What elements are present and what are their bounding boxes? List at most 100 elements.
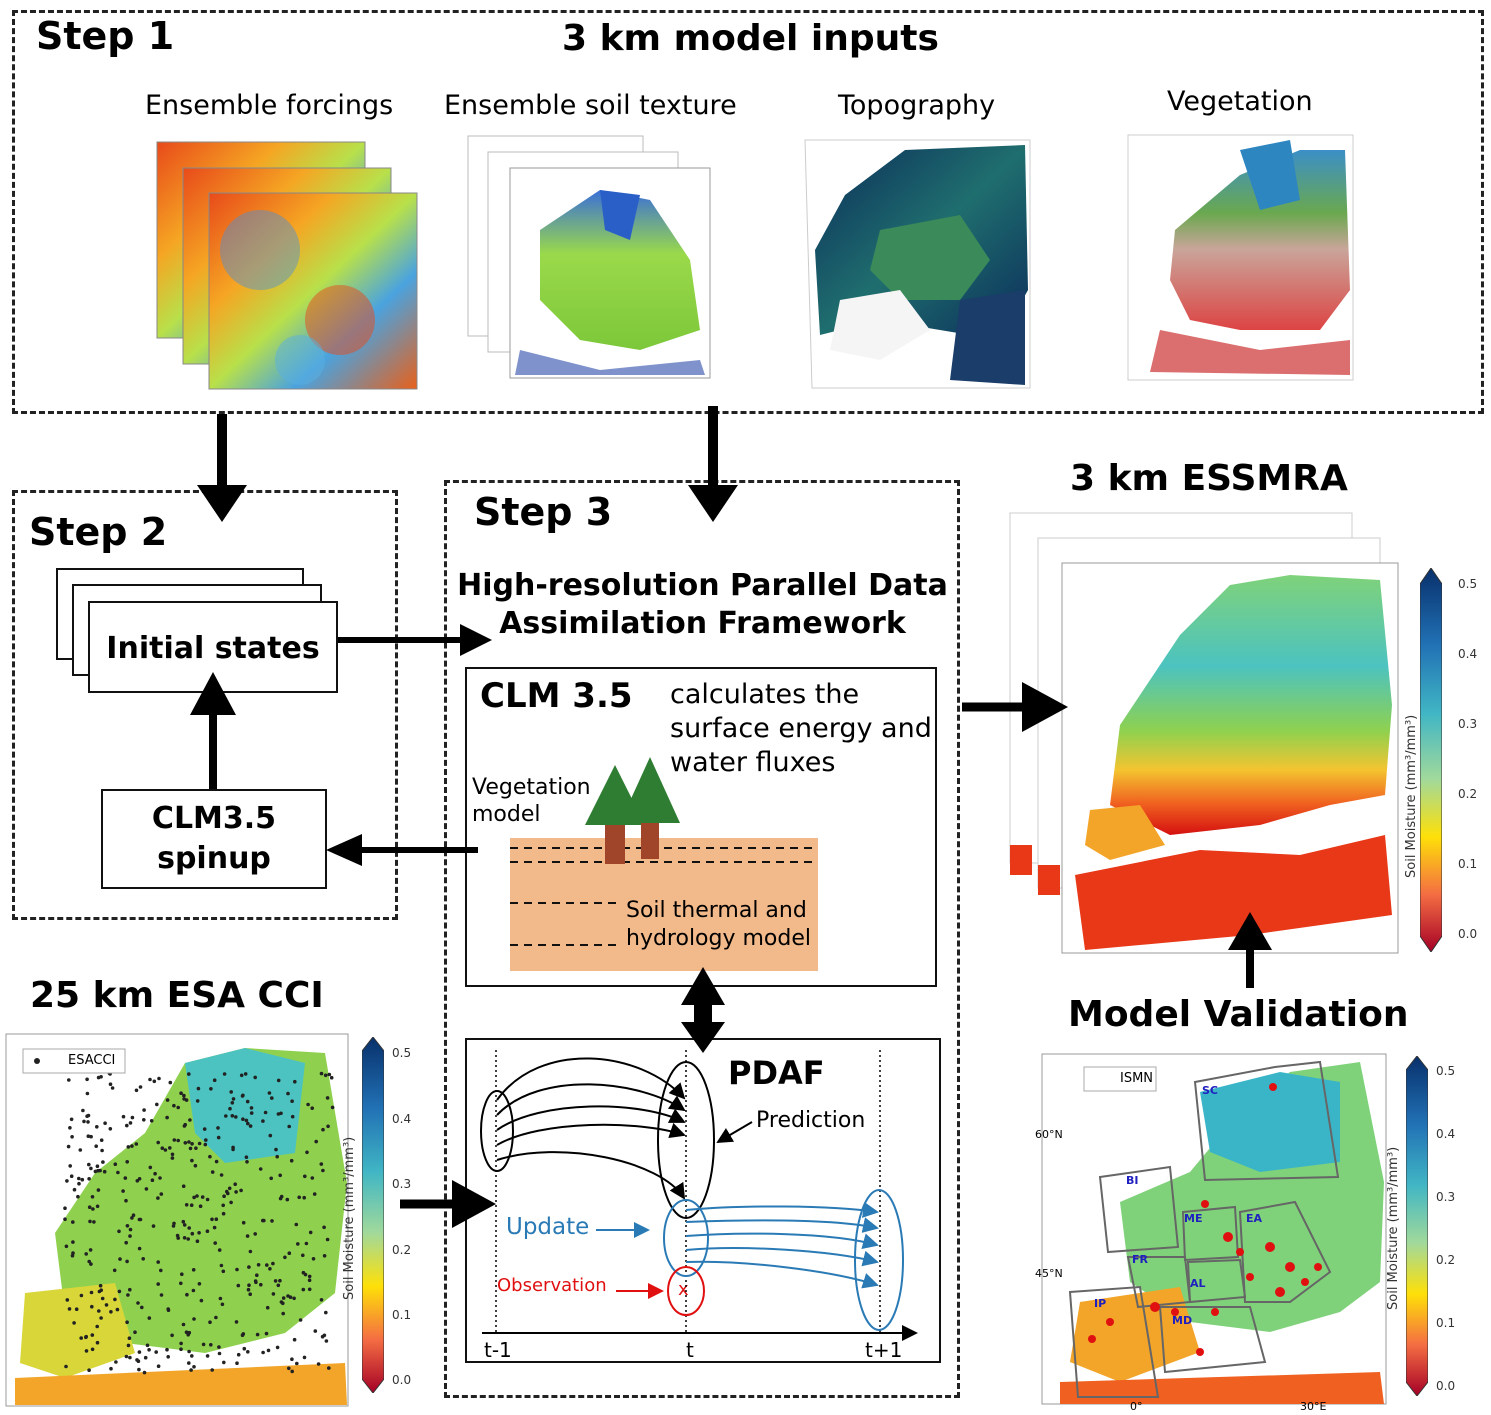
step3-title-line1: High-resolution Parallel Data — [457, 568, 948, 603]
esacci-obs-point — [327, 1072, 332, 1077]
esacci-obs-point — [115, 1307, 120, 1312]
esacci-obs-point — [187, 1072, 191, 1076]
esacci-obs-point — [86, 1120, 90, 1124]
esacci-obs-point — [248, 1249, 253, 1254]
esacci-obs-point — [125, 1123, 129, 1128]
esacci-obs-point — [136, 1301, 140, 1305]
esacci-obs-point — [90, 1347, 95, 1352]
pdaf-update-label: Update — [506, 1214, 590, 1240]
esacci-obs-point — [142, 1118, 146, 1122]
esacci-obs-point — [319, 1298, 324, 1302]
esacci-obs-point — [301, 1253, 305, 1258]
esacci-obs-point — [301, 1270, 306, 1275]
esacci-obs-point — [64, 1244, 69, 1249]
esacci-obs-point — [302, 1355, 307, 1360]
soil-model-label: Soil thermal and hydrology model — [626, 897, 811, 953]
esacci-tick-5: 0.0 — [392, 1373, 412, 1387]
essmra-tick-3: 0.2 — [1458, 787, 1478, 801]
esacci-obs-point — [241, 1220, 246, 1225]
esacci-obs-point — [287, 1124, 292, 1129]
esacci-obs-point — [165, 1098, 170, 1102]
esacci-obs-point — [137, 1350, 142, 1354]
esacci-obs-point — [98, 1283, 103, 1288]
esacci-obs-point — [121, 1189, 125, 1193]
esacci-obs-point — [170, 1152, 175, 1157]
esacci-obs-point — [307, 1278, 312, 1283]
esacci-obs-point — [156, 1282, 160, 1286]
esacci-obs-point — [181, 1219, 186, 1224]
esacci-obs-point — [292, 1296, 296, 1301]
esacci-obs-point — [103, 1121, 107, 1125]
esacci-obs-point — [128, 1234, 132, 1238]
esacci-obs-point — [244, 1155, 249, 1159]
esacci-obs-point — [285, 1197, 290, 1202]
esacci-obs-point — [113, 1162, 118, 1166]
esacci-obs-point — [128, 1287, 132, 1292]
esacci-obs-point — [127, 1336, 132, 1340]
esacci-obs-point — [84, 1349, 89, 1353]
region-ea: EA — [1246, 1212, 1263, 1225]
esacci-tick-4: 0.1 — [392, 1308, 412, 1322]
esacci-obs-point — [245, 1099, 250, 1104]
validation-lon-0: 0° — [1130, 1400, 1143, 1413]
validation-tick-3: 0.2 — [1436, 1253, 1456, 1267]
esacci-obs-point — [193, 1163, 198, 1168]
esacci-obs-point — [65, 1179, 69, 1183]
esacci-obs-point — [69, 1117, 74, 1122]
essmra-tick-1: 0.4 — [1458, 647, 1478, 661]
esacci-obs-point — [249, 1106, 254, 1110]
esacci-obs-point — [234, 1320, 239, 1324]
esacci-obs-point — [265, 1263, 269, 1267]
esacci-obs-point — [287, 1251, 292, 1255]
esacci-obs-point — [165, 1115, 169, 1120]
esacci-obs-point — [268, 1267, 272, 1271]
esacci-obs-point — [208, 1320, 212, 1324]
esacci-obs-point — [130, 1216, 134, 1220]
esacci-obs-point — [290, 1114, 295, 1119]
esacci-obs-point — [123, 1176, 128, 1180]
validation-tick-1: 0.4 — [1436, 1127, 1456, 1141]
esacci-obs-point — [241, 1093, 245, 1098]
esacci-obs-point — [128, 1121, 133, 1125]
esacci-obs-point — [126, 1343, 131, 1348]
esacci-obs-point — [182, 1223, 187, 1227]
esacci-obs-point — [118, 1257, 122, 1261]
esacci-title: 25 km ESA CCI — [30, 975, 324, 1016]
esacci-obs-point — [217, 1345, 221, 1349]
clm-desc-line3: water fluxes — [670, 747, 836, 778]
esacci-obs-point — [66, 1144, 71, 1149]
esacci-obs-point — [220, 1302, 225, 1307]
esacci-obs-point — [63, 1206, 67, 1210]
esacci-obs-point — [197, 1231, 201, 1235]
validation-lat-60: 60°N — [1035, 1128, 1063, 1141]
esacci-obs-point — [160, 1146, 165, 1150]
essmra-tick-0: 0.5 — [1458, 577, 1478, 591]
region-ip: IP — [1094, 1297, 1107, 1310]
esacci-obs-point — [114, 1360, 118, 1364]
veg-line2: model — [472, 802, 541, 827]
esacci-obs-point — [172, 1103, 176, 1108]
esacci-obs-point — [198, 1204, 203, 1208]
esacci-obs-point — [292, 1337, 297, 1342]
clm-soil-illustration — [510, 757, 818, 971]
esacci-obs-point — [326, 1124, 330, 1129]
esacci-obs-point — [125, 1259, 129, 1264]
esacci-obs-point — [239, 1073, 244, 1078]
esacci-obs-point — [163, 1148, 168, 1152]
step3-title-line2: Assimilation Framework — [499, 606, 906, 641]
esacci-obs-point — [142, 1108, 146, 1112]
esacci-obs-point — [109, 1366, 113, 1371]
esacci-obs-point — [175, 1233, 180, 1238]
esacci-obs-point — [246, 1287, 251, 1292]
esacci-obs-point — [112, 1268, 117, 1273]
region-bi: BI — [1126, 1174, 1139, 1187]
esacci-obs-point — [197, 1141, 202, 1146]
esacci-obs-point — [125, 1160, 129, 1164]
esacci-obs-point — [217, 1248, 222, 1252]
esacci-obs-point — [205, 1354, 210, 1358]
esacci-obs-point — [104, 1303, 109, 1307]
esacci-obs-point — [80, 1177, 85, 1182]
esacci-obs-point — [134, 1088, 139, 1093]
esacci-obs-point — [302, 1195, 307, 1200]
